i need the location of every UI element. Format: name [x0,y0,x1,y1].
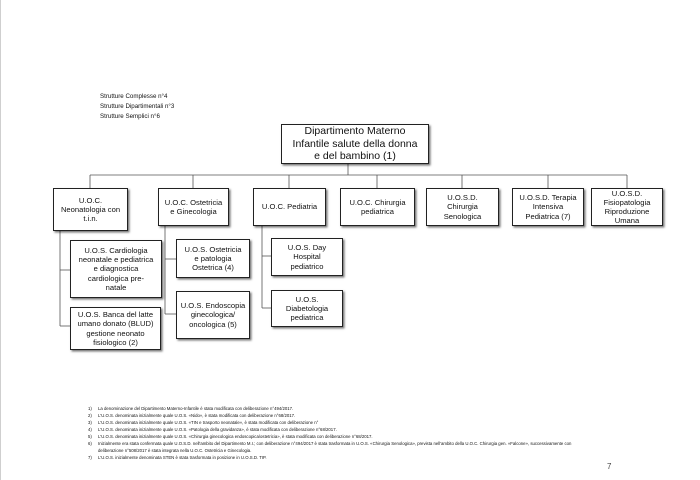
unit-terapia-line-2: Intensiva [532,202,564,212]
subunit-banca-line-1: U.O.S. Banca del latte [77,310,154,320]
unit-terapia-line-1: U.O.S.D. Terapia [519,193,577,203]
unit-fisiopatologia-riproduzione: U.O.S.D. Fisiopatologia Riproduzione Uma… [591,188,663,226]
subunit-banca-latte: U.O.S. Banca del latte umano donato (BLU… [70,307,161,350]
subunit-endoscopia-line-1: U.O.S. Endoscopia [180,301,246,311]
summary-dipartimentali: Strutture Dipartimentali n°3 [100,103,175,110]
subunit-banca-line-2: umano donato (BLUD) [77,319,154,329]
unit-terapia-intensiva-pediatrica: U.O.S.D. Terapia Intensiva Pediatrica (7… [512,188,584,226]
department-box: Dipartimento Materno Infantile salute de… [281,124,429,164]
footnote: 1)La denominazione del Dipartimento Mate… [88,406,294,411]
footnote: 3)L'U.O.S. denominata inizialmente quale… [88,420,319,425]
unit-neonatologia-line-3: t.i.n. [83,214,98,224]
unit-senologica-line-1: U.O.S.D. [447,193,478,203]
unit-fisiopatologia-line-1: U.O.S.D. [611,188,643,198]
unit-terapia-line-3: Pediatrica (7) [525,211,571,221]
page-number: 7 [607,462,612,471]
unit-pediatria: U.O.C. Pediatria [253,188,326,226]
subunit-cardiologia-line-5: natale [105,282,127,292]
unit-chirurgia-senologica: U.O.S.D. Chirurgia Senologica [426,188,499,226]
unit-neonatologia-line-1: U.O.C. [78,195,103,205]
subunit-ostetricia-patologia: U.O.S. Ostetricia e patologia Ostetrica … [176,239,250,278]
unit-neonatologia-line-2: Neonatologia con [60,204,121,214]
unit-senologica-line-2: Chirurgia [447,202,478,212]
unit-neonatologia: U.O.C. Neonatologia con t.i.n. [53,188,128,231]
unit-chirurgia-line-2: pediatrica [361,207,394,216]
department-line-3: e del bambino (1) [314,150,396,163]
subunit-diabetologia-line-3: pediatrica [290,313,324,323]
subunit-cardiologia-line-3: e diagnostica [93,264,139,274]
subunit-diabetologia: U.O.S. Diabetologia pediatrica [271,290,343,327]
unit-pediatria-line-1: U.O.C. Pediatria [261,202,318,212]
unit-chirurgia-pediatrica: U.O.C. Chirurgia pediatrica [340,188,415,226]
unit-fisiopatologia-line-3: Riproduzione [604,207,650,216]
unit-ostetricia-line-2: e Ginecologia [170,207,217,216]
subunit-day-hospital-line-1: U.O.S. Day [287,243,327,253]
subunit-endoscopia-line-2: ginecologica/ [190,310,236,320]
footnote: 2)L'U.O.S. denominata inizialmente quale… [88,413,296,418]
unit-ostetricia-line-1: U.O.C. Ostetricia [164,197,223,207]
department-line-1: Dipartimento Materno [304,125,406,138]
summary-semplici: Strutture Semplici n°6 [100,113,160,120]
subunit-cardiologia-line-4: cardiologica pre- [87,273,145,283]
subunit-ostetricia-line-3: Ostetrica (4) [192,263,234,273]
unit-fisiopatologia-line-4: Umana [614,216,640,226]
subunit-cardiologia-line-2: neonatale e pediatrica [78,255,154,265]
summary-complesse: Strutture Complesse n°4 [100,93,168,100]
unit-fisiopatologia-line-2: Fisiopatologia [603,197,651,207]
subunit-cardiologia-line-1: U.O.S. Cardiologia [84,245,148,255]
subunit-ostetricia-line-2: e patologia [194,253,232,263]
subunit-diabetologia-line-1: U.O.S. [295,294,319,304]
subunit-day-hospital-line-3: pediatrico [290,261,324,271]
unit-chirurgia-line-1: U.O.C. Chirurgia [349,197,406,207]
footnote: 4)L'U.O.S. denominata inizialmente quale… [88,427,337,432]
subunit-ostetricia-line-1: U.O.S. Ostetricia [184,244,242,254]
footnotes: 1)La denominazione del Dipartimento Mate… [88,405,588,461]
subunit-endoscopia-line-3: oncologica (5) [189,319,237,329]
subunit-cardiologia: U.O.S. Cardiologia neonatale e pediatric… [70,240,162,298]
unit-senologica-line-3: Senologica [443,211,482,221]
subunit-day-hospital-line-2: Hospital [293,252,321,262]
footnote: 7)L'U.O.S. inizialmente denominata STEN … [88,455,267,460]
subunit-diabetologia-line-2: Diabetologia [285,303,329,313]
unit-ostetricia-ginecologia: U.O.C. Ostetricia e Ginecologia [158,188,229,226]
subunit-banca-line-3: gestione neonato [86,328,145,338]
footnote: 5)L'U.O.S. denominata inizialmente quale… [88,434,373,439]
footnote: 6)Inizialmente era stata confermata qual… [88,441,572,453]
structure-summary: Strutture Complesse n°4 Strutture Dipart… [100,92,174,122]
subunit-banca-line-4: fisiologico (2) [93,337,138,347]
subunit-endoscopia: U.O.S. Endoscopia ginecologica/ oncologi… [176,291,250,339]
subunit-day-hospital: U.O.S. Day Hospital pediatrico [271,238,343,276]
department-line-2: Infantile salute della donna [292,137,418,150]
